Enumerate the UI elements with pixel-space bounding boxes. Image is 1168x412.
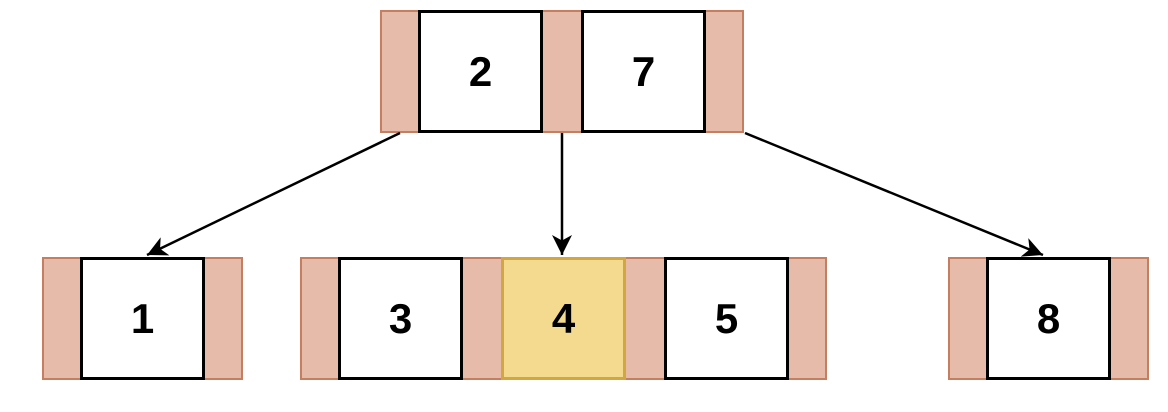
key-cell: 2 (418, 10, 543, 133)
key-label: 8 (1036, 294, 1061, 342)
key-cell: 3 (338, 257, 463, 380)
key-label: 3 (388, 294, 413, 342)
btree-node-leaf-8: 8 (948, 257, 1149, 380)
key-label: 4 (551, 294, 576, 342)
key-label: 7 (631, 47, 656, 95)
key-cell: 7 (581, 10, 706, 133)
key-cell: 8 (986, 257, 1111, 380)
key-cell-highlighted: 4 (501, 257, 626, 380)
key-cell: 5 (664, 257, 789, 380)
key-cell: 1 (80, 257, 205, 380)
edge-arrow-root-to-leaf-8 (744, 131, 1044, 257)
key-label: 5 (714, 294, 739, 342)
key-label: 1 (130, 294, 155, 342)
key-label: 2 (468, 47, 493, 95)
btree-node-leaf-345: 3 4 5 (300, 257, 827, 380)
edge-arrow-root-to-leaf-1 (146, 131, 401, 257)
btree-node-leaf-1: 1 (42, 257, 243, 380)
